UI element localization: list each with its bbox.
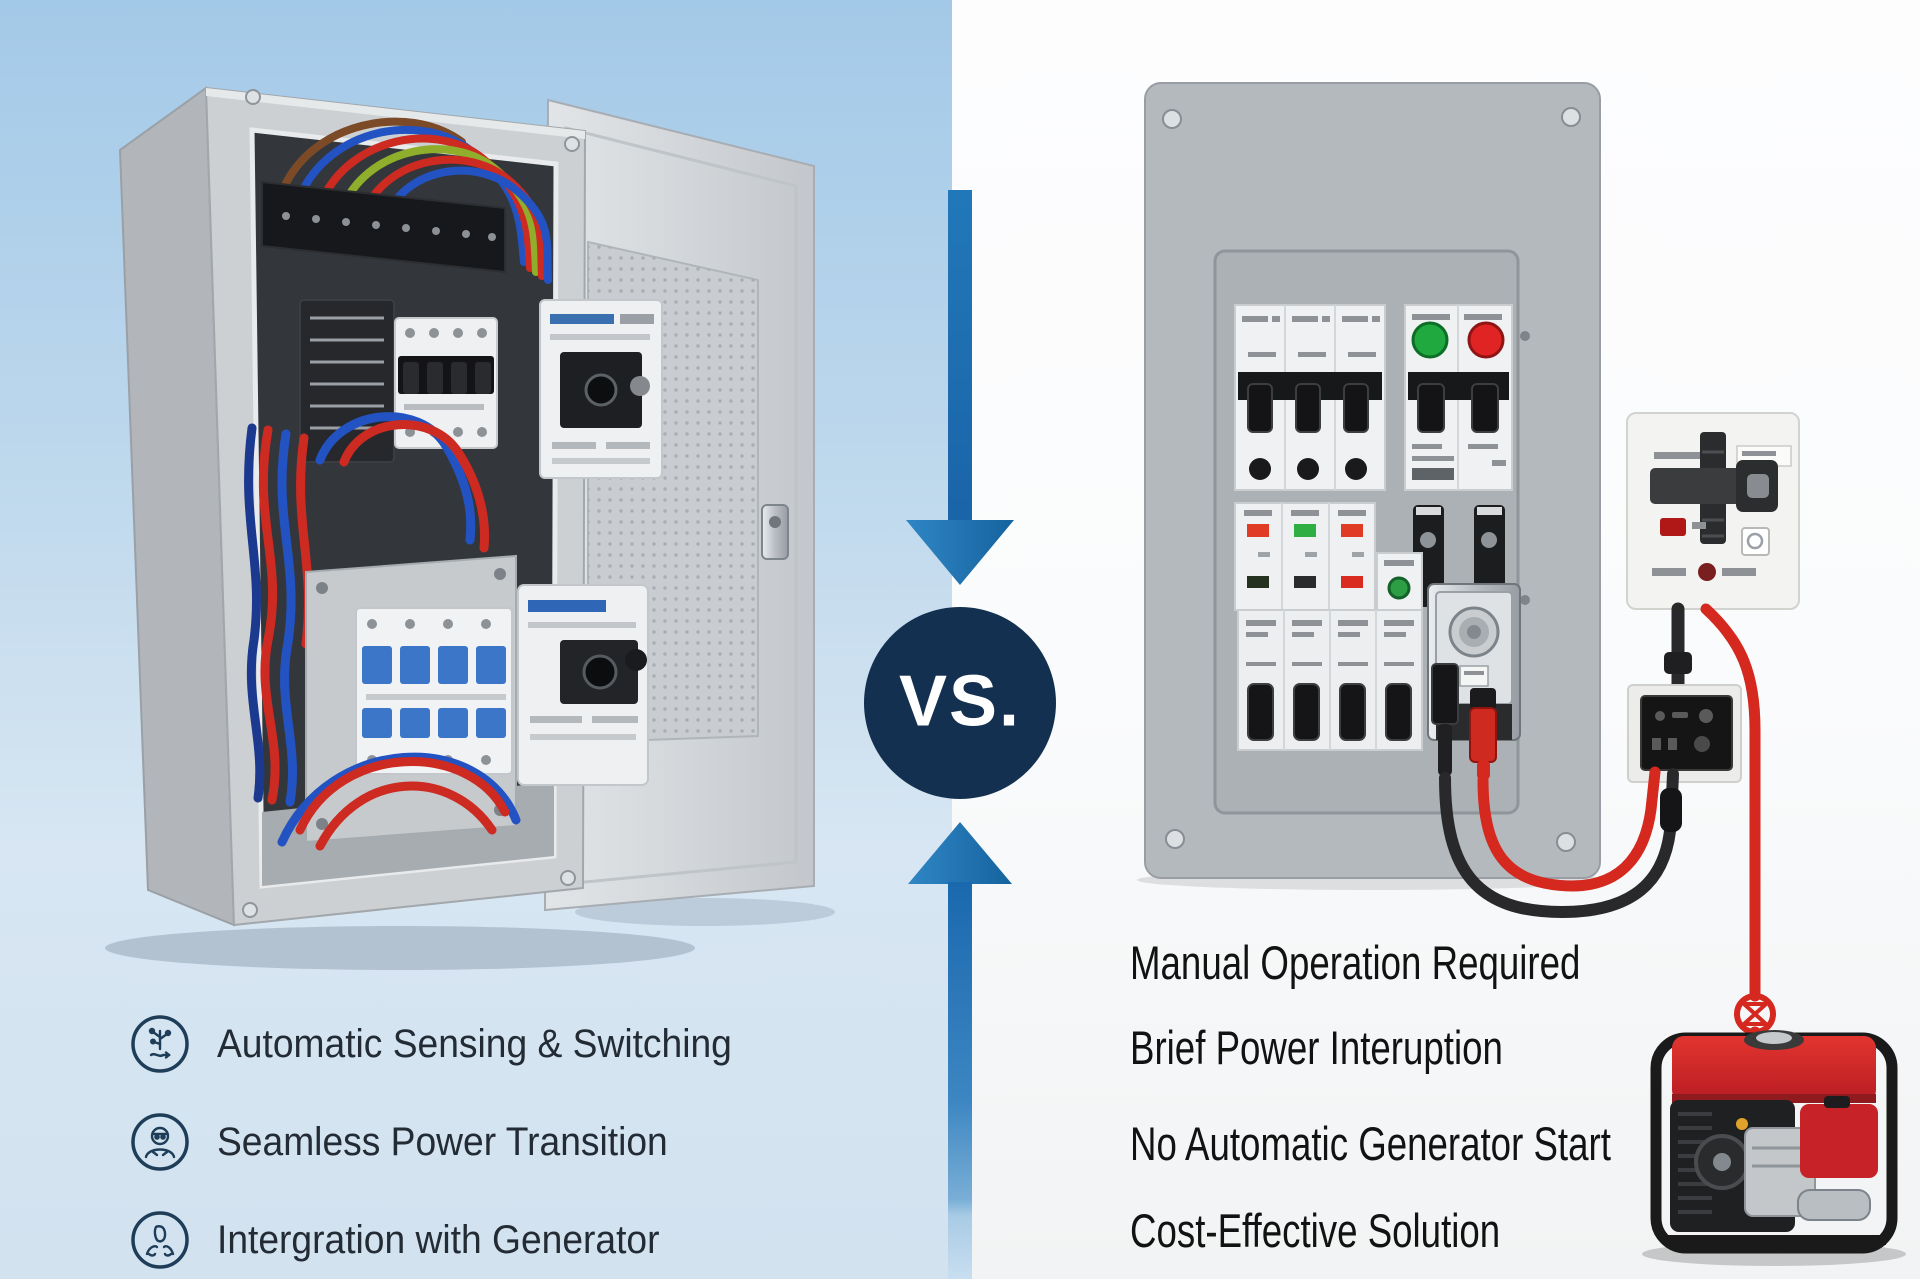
generator-illustration bbox=[1642, 1030, 1906, 1266]
feature-row-integration: Intergration with Generator bbox=[129, 1208, 693, 1272]
red-indicator bbox=[1467, 321, 1505, 359]
auto-sensing-icon bbox=[131, 1015, 189, 1073]
feature-label: Brief Power Interuption bbox=[1130, 1020, 1503, 1074]
door-lock bbox=[761, 504, 789, 560]
cable-ferrite-bead bbox=[1660, 788, 1682, 832]
feature-row-interruption: Brief Power Interuption bbox=[1130, 1019, 1608, 1075]
starter-module-upper bbox=[539, 299, 663, 479]
surge-protector-block bbox=[355, 607, 513, 775]
switch-red-label bbox=[1660, 518, 1686, 536]
bottom-wiring bbox=[277, 752, 521, 851]
generator-tank-side bbox=[1800, 1104, 1878, 1178]
generator-tank bbox=[1672, 1036, 1876, 1102]
starter-module-lower bbox=[517, 584, 649, 786]
relay-block bbox=[299, 299, 395, 463]
breaker-row-indicators bbox=[1234, 502, 1376, 611]
bus-bar-box bbox=[261, 180, 506, 274]
operator-icon bbox=[131, 1113, 189, 1171]
breaker-row-main bbox=[1234, 304, 1386, 491]
vs-badge: VS. bbox=[898, 661, 1022, 742]
generator-person-icon bbox=[131, 1211, 189, 1269]
main-breaker-block bbox=[394, 317, 498, 449]
indicator-module bbox=[1404, 304, 1513, 491]
feature-row-no-auto-start: No Automatic Generator Start bbox=[1130, 1115, 1747, 1171]
top-wiring bbox=[278, 117, 552, 284]
vs-badge-circle bbox=[864, 607, 1056, 799]
feature-label: Intergration with Generator bbox=[217, 1217, 660, 1262]
door-shadow bbox=[575, 898, 835, 926]
feature-row-cost-effective: Cost-Effective Solution bbox=[1130, 1202, 1605, 1258]
feature-row-seamless: Seamless Power Transition bbox=[129, 1110, 702, 1174]
green-indicator bbox=[1411, 321, 1449, 359]
generator-cable-red bbox=[1700, 603, 1761, 1002]
generator-muffler bbox=[1797, 1189, 1871, 1221]
feature-label: Seamless Power Transition bbox=[217, 1119, 668, 1164]
feature-label: No Automatic Generator Start bbox=[1130, 1116, 1611, 1170]
plug-cable-black bbox=[1439, 768, 1679, 919]
feature-label: Manual Operation Required bbox=[1130, 935, 1581, 989]
cabinet-top-edge bbox=[206, 88, 585, 139]
timer-plugs bbox=[1431, 663, 1497, 780]
feature-row-manual-operation: Manual Operation Required bbox=[1130, 934, 1707, 990]
cabinet-screws bbox=[242, 89, 580, 918]
panel-screws bbox=[1162, 107, 1581, 852]
down-arrow-icon bbox=[906, 190, 1014, 585]
transfer-switch-wall-unit bbox=[1626, 412, 1800, 610]
plug-cables bbox=[1439, 766, 1682, 919]
up-arrow-icon bbox=[908, 822, 1012, 1279]
feature-row-auto-sensing: Automatic Sensing & Switching bbox=[129, 1012, 771, 1076]
power-outlet bbox=[1627, 684, 1742, 783]
feature-label: Automatic Sensing & Switching bbox=[217, 1021, 732, 1066]
plug-cable-red bbox=[1477, 766, 1661, 892]
feature-label: Cost-Effective Solution bbox=[1130, 1203, 1501, 1257]
ats-cabinet-illustration bbox=[105, 86, 835, 970]
green-button-module bbox=[1376, 552, 1423, 611]
vs-divider bbox=[864, 190, 1056, 1279]
breaker-row-bottom bbox=[1237, 609, 1423, 751]
switch-handle bbox=[1650, 468, 1742, 504]
cabinet-shadow bbox=[105, 926, 695, 970]
manual-panel-illustration bbox=[1137, 82, 1607, 890]
